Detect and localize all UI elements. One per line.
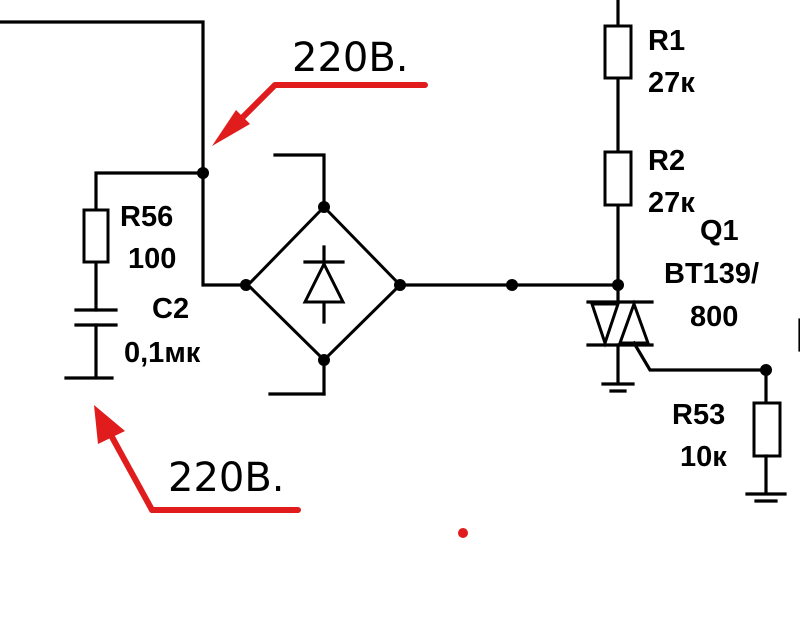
c2-value: 0,1мк — [124, 337, 201, 369]
q1-part: BT139/ — [664, 258, 759, 290]
ground-icon — [601, 382, 635, 393]
resistor-r53 — [752, 401, 782, 458]
resistor-r56 — [82, 208, 110, 264]
bottom-voltage-arrow — [94, 405, 301, 513]
top-voltage-label: 220В. — [292, 35, 409, 81]
q1-label: Q1 — [700, 215, 739, 247]
r53-value: 10к — [680, 441, 727, 473]
diode-icon — [302, 260, 346, 304]
q1-rating: 800 — [690, 301, 738, 333]
r2-value: 27к — [648, 187, 695, 219]
junction-dot — [197, 167, 209, 179]
capacitor-c2 — [74, 308, 118, 327]
top-voltage-arrow — [212, 82, 428, 146]
resistor-r1 — [603, 24, 633, 80]
r1-value: 27к — [648, 67, 695, 99]
r53-label: R53 — [672, 399, 725, 431]
left-branch-wires — [0, 20, 252, 380]
ground-icon — [745, 492, 787, 503]
r56-value: 100 — [128, 243, 176, 275]
c2-label: C2 — [152, 293, 189, 325]
bottom-voltage-label: 220В. — [168, 455, 285, 501]
resistor-r2 — [603, 150, 633, 207]
diode-bridge — [245, 153, 406, 396]
triac-q1 — [586, 299, 768, 384]
red-marker-dot — [458, 528, 468, 538]
r2-label: R2 — [648, 145, 685, 177]
junction-dot — [506, 279, 518, 291]
r1-label: R1 — [648, 25, 685, 57]
r56-label: R56 — [120, 201, 173, 233]
